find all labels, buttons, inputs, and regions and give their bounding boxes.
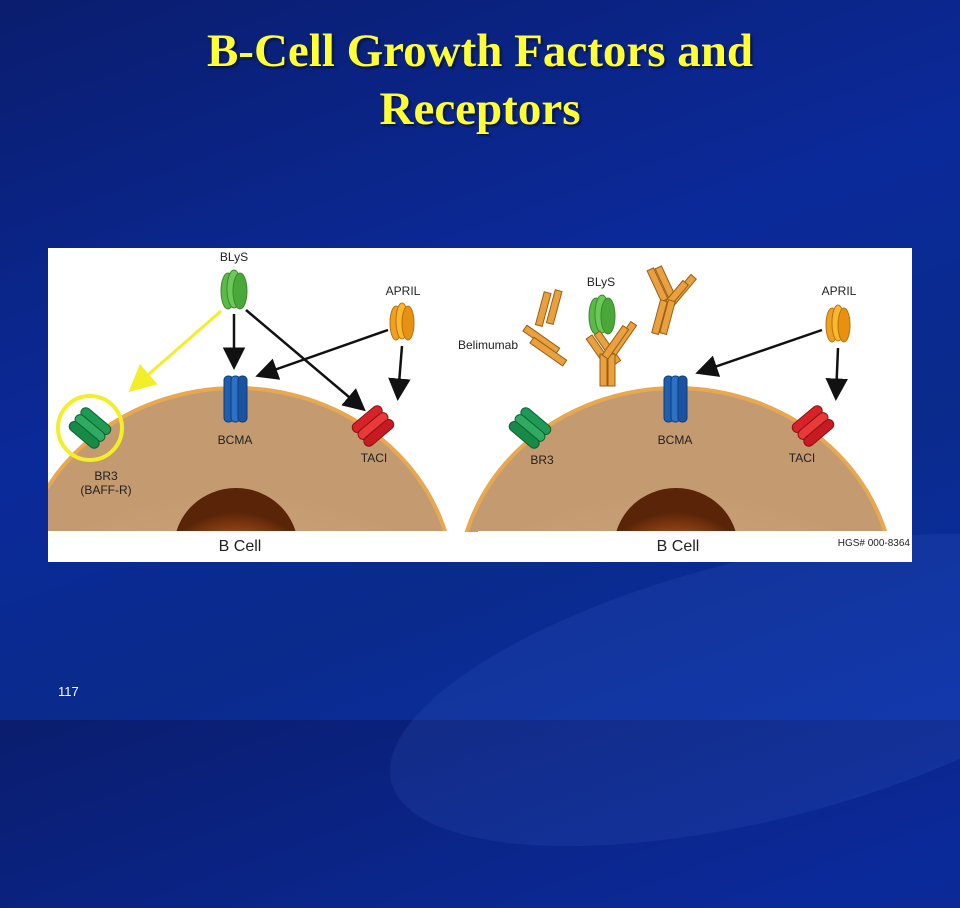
left-nucleus — [176, 488, 296, 532]
left-br3-receptor — [68, 407, 112, 449]
right-taci-label: TACI — [789, 451, 815, 465]
right-bcma-receptor — [663, 375, 688, 423]
left-blys-label: BLyS — [220, 250, 248, 264]
belimumab-antibody-4 — [646, 265, 697, 336]
right-br3-label: BR3 — [530, 453, 554, 467]
left-panel: BLyS APRIL BCMA — [48, 250, 458, 555]
left-br3-label: BR3 — [94, 469, 118, 483]
right-april-icon — [825, 304, 851, 343]
left-bcma-label: BCMA — [218, 433, 253, 447]
left-taci-label: TACI — [361, 451, 387, 465]
title-line-1: B-Cell Growth Factors and — [206, 25, 754, 77]
receptor-diagram: BLyS APRIL BCMA — [48, 248, 912, 562]
left-april-label: APRIL — [386, 284, 421, 298]
left-taci-receptor — [351, 405, 395, 447]
belimumab-label: Belimumab — [458, 338, 518, 352]
reference-code: HGS# 000-8364 — [838, 538, 911, 549]
left-blys-icon — [220, 269, 248, 310]
right-blys-icon — [588, 294, 616, 335]
left-cell-label: B Cell — [219, 538, 262, 555]
right-april-label: APRIL — [822, 284, 857, 298]
arrow-april-to-taci — [388, 345, 411, 401]
arrow-april-to-bcma-right — [695, 328, 823, 377]
title-line-2: Receptors — [379, 83, 581, 135]
slide-number: 117 — [58, 684, 79, 699]
arrow-blys-to-br3 — [128, 309, 222, 392]
left-april-icon — [389, 302, 415, 341]
right-panel: BLyS — [458, 265, 912, 555]
page-title: B-Cell Growth Factors and Receptors — [0, 22, 960, 138]
arrow-april-to-bcma — [255, 328, 389, 380]
right-nucleus — [616, 488, 736, 532]
right-blys-label: BLyS — [587, 275, 615, 289]
right-cell-label: B Cell — [657, 538, 700, 555]
belimumab-antibody-1 — [522, 289, 568, 367]
left-bcma-receptor — [223, 375, 248, 423]
belimumab-antibody-3 — [601, 320, 638, 360]
arrow-april-to-taci-right — [825, 347, 848, 401]
br3-highlight-circle — [56, 394, 124, 462]
right-br3-receptor — [508, 407, 552, 449]
right-bcma-label: BCMA — [658, 433, 693, 447]
left-br3-sub-label: (BAFF-R) — [80, 483, 131, 497]
right-taci-receptor — [791, 405, 835, 447]
